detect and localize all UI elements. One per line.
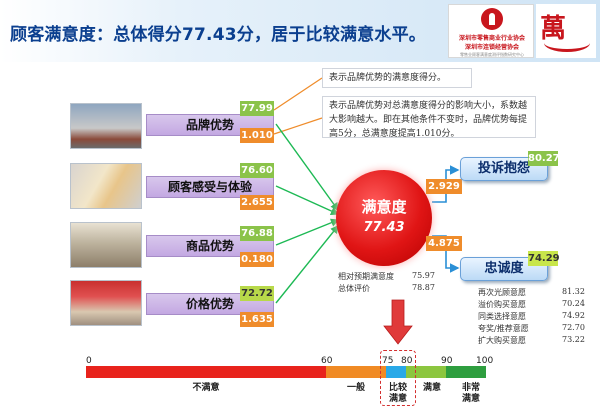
loyalty-path-coef: 4.875 bbox=[426, 236, 462, 251]
segment-label: 一般 bbox=[346, 383, 365, 393]
complaint-path-coef: 2.929 bbox=[426, 179, 462, 194]
loyalty-stat-label: 同类选择意愿 bbox=[478, 312, 526, 321]
path-brand bbox=[275, 123, 339, 212]
mall-interior-photo bbox=[70, 222, 142, 268]
factor-experience: 顾客感受与体验 bbox=[146, 176, 274, 198]
factor-impact: 1.010 bbox=[240, 128, 274, 143]
scale-segment-fairly-satisfied bbox=[386, 366, 406, 378]
loyalty-stat-label: 溢价购买意愿 bbox=[478, 300, 526, 309]
loyalty-stat-value: 70.24 bbox=[562, 299, 585, 308]
mall-exterior-photo bbox=[70, 103, 142, 149]
logo-line-3: 零售业顾客满意度测评指数研究中心 bbox=[460, 52, 524, 57]
sale-crowd-photo bbox=[70, 280, 142, 326]
outcome-loyalty: 忠诚度 bbox=[460, 257, 548, 281]
outcome-label: 投诉抱怨 bbox=[477, 161, 530, 176]
scale-segment-very-satisfied bbox=[446, 366, 486, 378]
loyalty-stat-value: 73.22 bbox=[562, 335, 585, 344]
logo-line-2: 深圳市连锁经营协会 bbox=[464, 44, 519, 51]
scale-segment-satisfied bbox=[406, 366, 446, 378]
scale-tick: 75 bbox=[382, 356, 394, 366]
impact-note: 表示品牌优势对总满意度得分的影响大小，系数越大影响越大。即在其他条件不变时，品牌… bbox=[322, 96, 536, 139]
factor-score: 76.60 bbox=[240, 163, 274, 178]
brand-logo: 萬 bbox=[536, 4, 596, 58]
logo-line-1: 深圳市零售商业行业协会 bbox=[458, 35, 525, 42]
satisfaction-score: 77.43 bbox=[363, 220, 405, 235]
satisfaction-circle: 满意度 77.43 bbox=[336, 170, 432, 266]
satisfaction-title: 满意度 bbox=[361, 198, 407, 216]
segment-label: 不满意 bbox=[192, 383, 220, 393]
shopper-photo bbox=[70, 163, 142, 209]
scale-tick: 60 bbox=[321, 356, 333, 366]
score-note: 表示品牌优势的满意度得分。 bbox=[322, 68, 472, 88]
scale-tick: 80 bbox=[401, 356, 413, 366]
scale-segment-unsatisfied bbox=[86, 366, 326, 378]
page-title: 顾客满意度：总体得分77.43分，居于比较满意水平。 bbox=[10, 25, 426, 45]
factor-label: 价格优势 bbox=[185, 297, 234, 311]
brand-swoosh-icon bbox=[544, 34, 590, 52]
factor-label: 顾客感受与体验 bbox=[167, 180, 252, 194]
stat-label: 相对预期满意度 bbox=[338, 272, 394, 281]
loyalty-stat-value: 74.92 bbox=[562, 311, 585, 320]
loyalty-stat-value: 81.32 bbox=[562, 287, 585, 296]
factor-score: 76.88 bbox=[240, 226, 274, 241]
down-arrow-icon bbox=[383, 299, 413, 345]
segment-label: 满意 bbox=[422, 383, 441, 393]
path-experience bbox=[275, 185, 340, 215]
factor-impact: 1.635 bbox=[240, 312, 274, 327]
header-bar: 顾客满意度：总体得分77.43分，居于比较满意水平。 深圳市零售商业行业协会 深… bbox=[0, 0, 600, 62]
loyalty-stat-label: 夸奖/推荐意愿 bbox=[478, 324, 529, 333]
loyalty-stat-label: 扩大购买意愿 bbox=[478, 336, 526, 345]
association-logo: 深圳市零售商业行业协会 深圳市连锁经营协会 零售业顾客满意度测评指数研究中心 bbox=[448, 4, 534, 58]
loyalty-stat-value: 72.70 bbox=[562, 323, 585, 332]
stat-label: 总体评价 bbox=[338, 284, 370, 293]
scale-tick: 0 bbox=[86, 356, 92, 366]
note-pointer-score bbox=[273, 77, 323, 111]
path-price bbox=[275, 224, 339, 304]
stat-value: 75.97 bbox=[412, 271, 435, 280]
outcome-score: 80.27 bbox=[528, 151, 560, 166]
scale-segment-average bbox=[326, 366, 386, 378]
factor-impact: 0.180 bbox=[240, 252, 274, 267]
segment-label: 非常满意 bbox=[461, 383, 480, 404]
stat-value: 78.87 bbox=[412, 283, 435, 292]
segment-label: 比较满意 bbox=[388, 383, 407, 404]
association-emblem-icon bbox=[481, 8, 503, 30]
factor-score: 77.99 bbox=[240, 101, 274, 116]
loyalty-stat-label: 再次光顾意愿 bbox=[478, 288, 526, 297]
current-level-highlight bbox=[380, 350, 416, 406]
factor-label: 商品优势 bbox=[185, 239, 234, 253]
outcome-label: 忠诚度 bbox=[484, 261, 524, 276]
scale-tick: 90 bbox=[441, 356, 453, 366]
outcome-score: 74.29 bbox=[528, 251, 560, 266]
factor-score: 72.72 bbox=[240, 286, 274, 301]
factor-impact: 2.655 bbox=[240, 195, 274, 210]
scale-tick: 100 bbox=[476, 356, 494, 366]
factor-label: 品牌优势 bbox=[185, 118, 234, 132]
path-goods bbox=[275, 218, 340, 246]
